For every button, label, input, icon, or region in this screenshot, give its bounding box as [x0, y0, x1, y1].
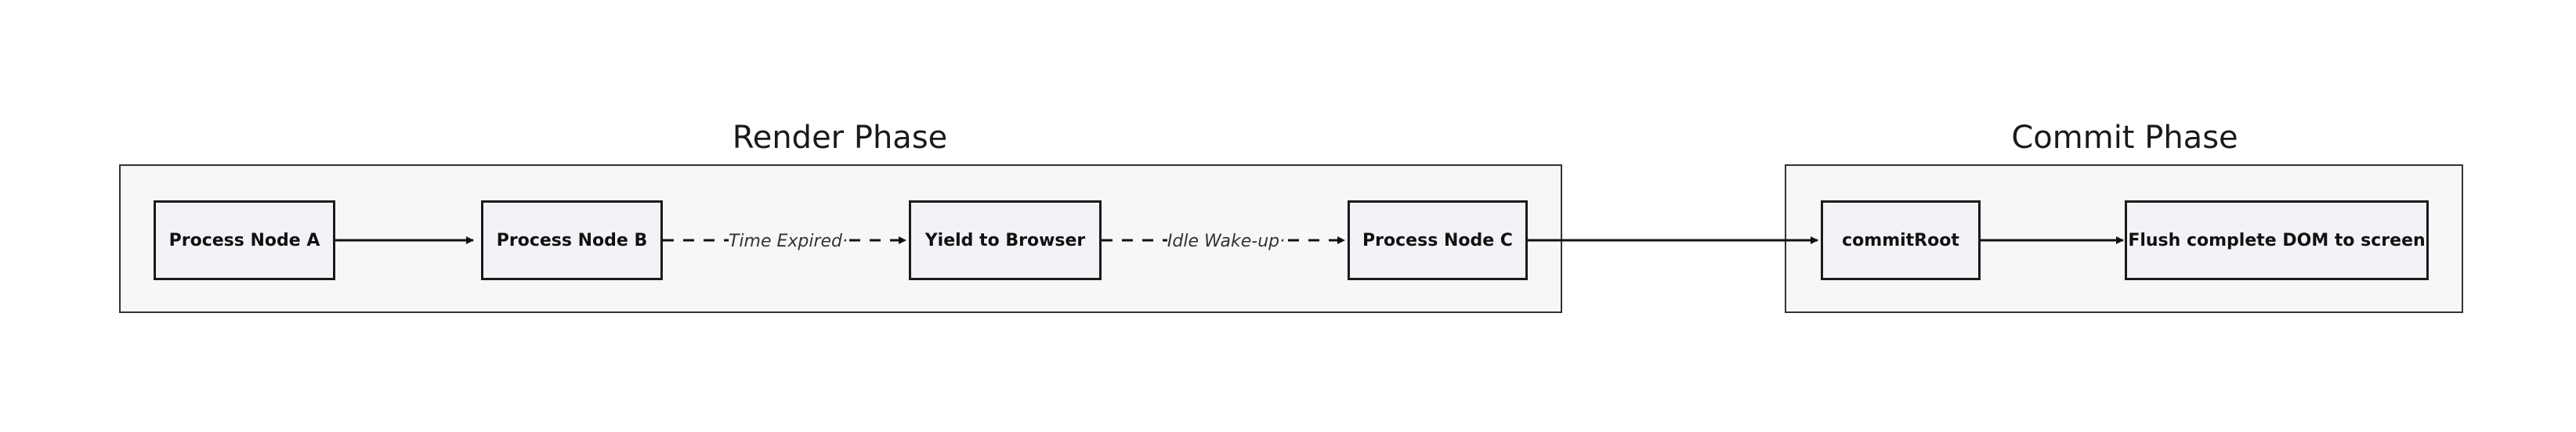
node-yield-to-browser: Yield to Browser [909, 200, 1102, 280]
idle-wakeup-label: Idle Wake-up· [1167, 232, 1285, 251]
render-phase-cluster [119, 164, 1562, 313]
node-process-c: Process Node C [1348, 200, 1528, 280]
node-commit-root: commitRoot [1821, 200, 1981, 280]
node-process-a: Process Node A [154, 200, 335, 280]
commit-phase-title: Commit Phase [2011, 120, 2238, 156]
render-phase-title: Render Phase [732, 120, 948, 156]
node-process-b: Process Node B [481, 200, 663, 280]
node-flush-dom: Flush complete DOM to screen [2125, 200, 2429, 280]
time-expired-label: Time Expired· [729, 232, 848, 251]
